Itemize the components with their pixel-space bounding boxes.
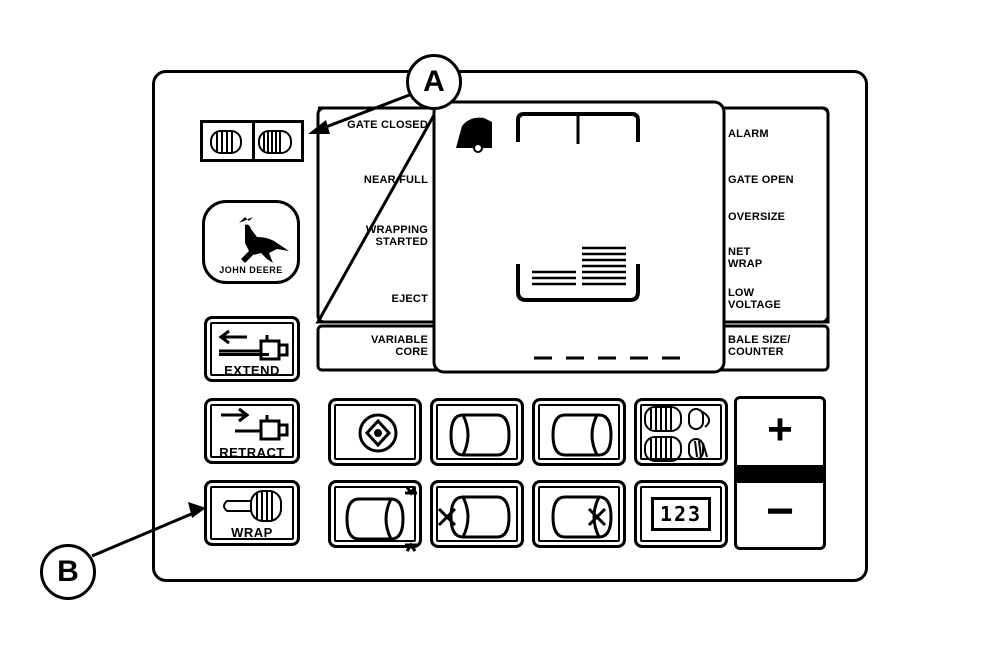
wrap-icon [223, 490, 282, 522]
twine-left-button[interactable] [430, 480, 524, 548]
counter-button[interactable]: 123 [634, 480, 728, 548]
logo-text: JOHN DEERE [219, 265, 283, 275]
indicator-variable-core: VARIABLE CORE [370, 334, 428, 358]
bale-type-indicator [200, 120, 304, 162]
twine-net-icon [644, 406, 711, 462]
indicator-bale-size-counter: BALE SIZE/ COUNTER [728, 334, 791, 358]
john-deere-logo: JOHN DEERE [202, 200, 300, 284]
indicator-gate-closed: GATE CLOSED [347, 119, 428, 131]
bale-roll-icon [210, 130, 292, 154]
extend-label: EXTEND [224, 363, 280, 378]
bale-large-icon [551, 413, 613, 457]
indicator-wrapping-started: WRAPPING STARTED [365, 224, 428, 248]
adjust-pad [734, 396, 826, 550]
minus-button[interactable]: − [765, 485, 795, 538]
bale-diameter-small-button[interactable] [430, 398, 524, 466]
retract-button[interactable]: RETRACT [204, 398, 300, 464]
indicator-oversize: OVERSIZE [728, 211, 786, 223]
indicator-near-full: NEAR FULL [363, 174, 428, 186]
twine-right-icon [551, 495, 613, 539]
plus-button[interactable]: + [767, 405, 793, 454]
twine-right-button[interactable] [532, 480, 626, 548]
callout-a: A [406, 54, 462, 110]
counter-display-icon: 123 [651, 497, 711, 531]
indicator-low-voltage: LOW VOLTAGE [728, 287, 781, 311]
core-density-button[interactable] [328, 398, 422, 466]
core-icon [358, 413, 398, 453]
callout-b: B [40, 544, 96, 600]
indicator-alarm: ALARM [728, 128, 769, 140]
wrap-label: WRAP [231, 525, 273, 540]
indicator-net-wrap: NET WRAP [728, 246, 763, 270]
deer-icon [239, 217, 289, 263]
bale-small-icon [449, 413, 511, 457]
twine-net-select-button[interactable] [634, 398, 728, 466]
indicator-gate-open: GATE OPEN [728, 174, 794, 186]
wrap-button[interactable]: WRAP [204, 480, 300, 546]
extend-arrow-icon [218, 329, 289, 361]
indicator-eject: EJECT [391, 293, 428, 305]
extend-button[interactable]: EXTEND [204, 316, 300, 382]
retract-label: RETRACT [219, 445, 285, 460]
twine-left-icon [437, 495, 511, 539]
bale-size-adjust-button[interactable] [328, 480, 422, 552]
bale-diameter-large-button[interactable] [532, 398, 626, 466]
bale-size-icon [345, 486, 417, 552]
retract-arrow-icon [221, 407, 289, 441]
